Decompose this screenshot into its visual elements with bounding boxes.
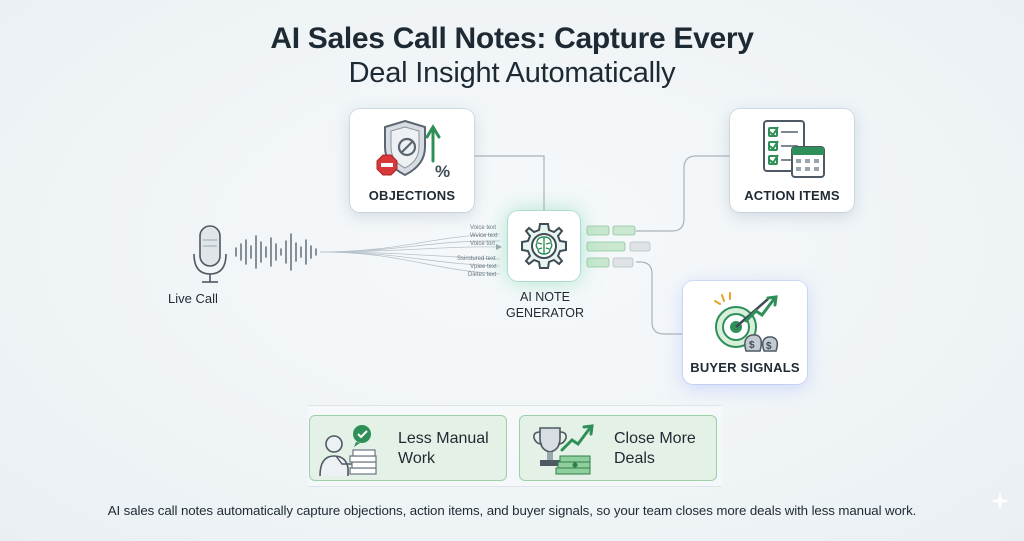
benefit-line-1: Less Manual <box>398 430 489 447</box>
wire-objections <box>474 155 545 211</box>
svg-text:%: % <box>435 162 450 181</box>
action-items-label: ACTION ITEMS <box>744 188 840 203</box>
wire-action-items <box>636 155 730 232</box>
svg-text:$: $ <box>766 341 772 352</box>
generator-line-2: GENERATOR <box>505 306 585 320</box>
shield-stop-icon: % <box>376 119 450 181</box>
benefit-close-more-deals: Close More Deals <box>519 415 717 481</box>
stream-label: Voice text <box>470 225 497 231</box>
benefit-line-1: Close More <box>614 430 696 447</box>
benefit-text: Less Manual Work <box>398 429 489 469</box>
sparkle-icon <box>990 491 1010 511</box>
title-line-2: Deal Insight Automatically <box>348 57 676 89</box>
caption: AI sales call notes automatically captur… <box>107 503 917 518</box>
benefit-text: Close More Deals <box>614 429 696 469</box>
stream-label: Ssirotured text <box>457 256 496 262</box>
title-line-1: AI Sales Call Notes: Capture Every <box>270 22 754 55</box>
stream-label: Voice tort <box>470 241 496 247</box>
benefit-line-2: Deals <box>614 450 655 467</box>
stream-label: Vpiee text <box>470 264 497 270</box>
stream-arrow-head <box>496 244 502 250</box>
svg-text:$: $ <box>749 340 755 351</box>
output-bars <box>586 225 651 268</box>
stream-label: Wvice text <box>470 233 498 239</box>
checklist-calendar-icon <box>763 120 825 178</box>
waveform-icon <box>235 233 317 271</box>
buyer-signals-label: BUYER SIGNALS <box>690 360 800 375</box>
ai-note-generator <box>508 211 580 281</box>
microphone-icon <box>193 225 227 283</box>
gear-brain-icon <box>521 223 567 269</box>
buyer-signals-card: $ $ BUYER SIGNALS <box>683 281 807 384</box>
objections-label: OBJECTIONS <box>368 188 456 203</box>
benefit-line-2: Work <box>398 450 436 467</box>
stream-label: Dietes text <box>468 272 497 278</box>
target-money-icon: $ $ <box>714 292 779 352</box>
person-paperwork-icon <box>319 425 377 477</box>
action-items-card: ACTION ITEMS <box>730 109 854 212</box>
objections-card: % OBJECTIONS <box>350 109 474 212</box>
generator-line-1: AI NOTE <box>519 290 570 304</box>
page-title: AI Sales Call Notes: Capture Every Deal … <box>0 22 1024 90</box>
wire-buyer-signals <box>636 261 683 335</box>
benefit-less-manual-work: Less Manual Work <box>309 415 507 481</box>
live-call-label: Live Call <box>168 291 218 306</box>
ai-note-generator-label: AI NOTE GENERATOR <box>490 289 600 321</box>
trophy-money-icon <box>533 424 594 475</box>
